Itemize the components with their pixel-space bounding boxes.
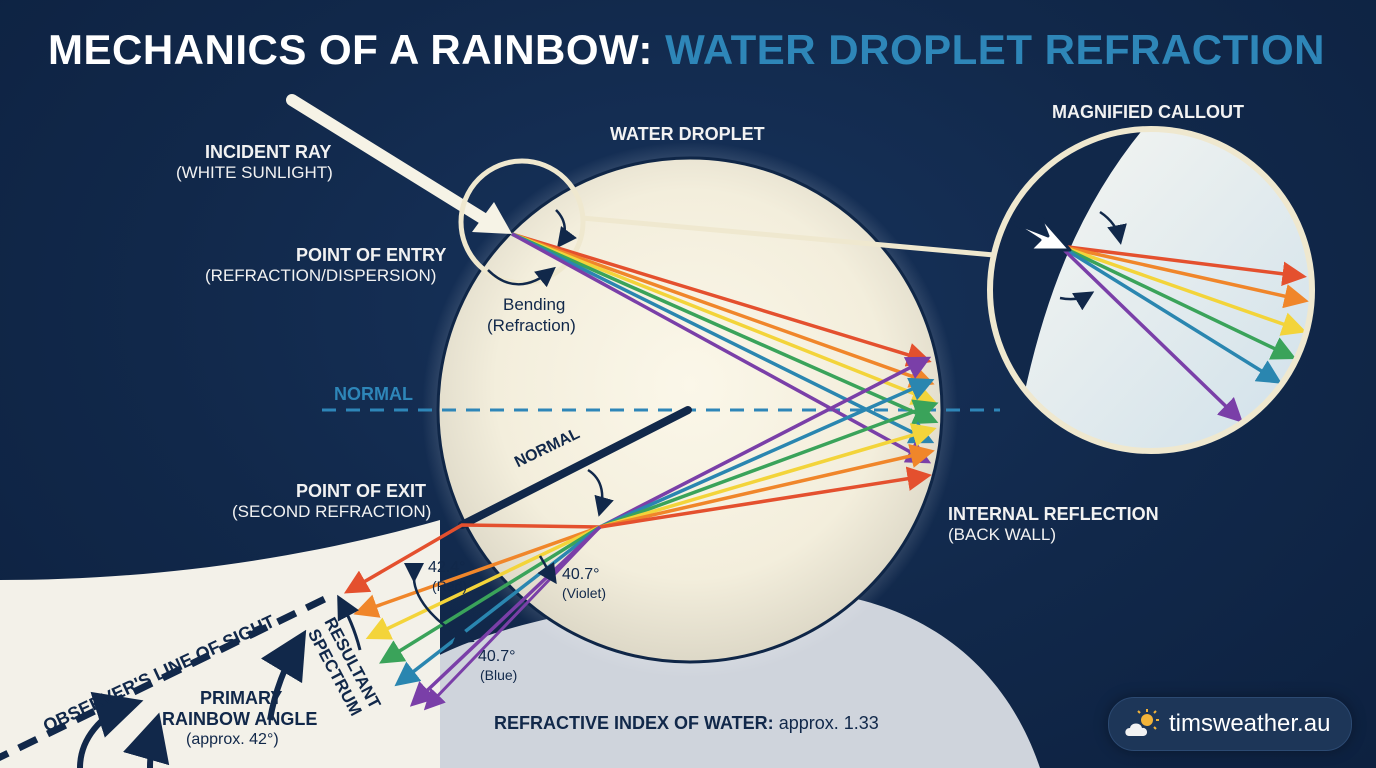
reflected-rays — [599, 356, 939, 529]
spectrum-arrow — [337, 594, 362, 651]
ray-violet-back — [599, 356, 932, 529]
sun-cloud-icon — [1125, 709, 1159, 736]
primary-angle-arrow-3 — [77, 691, 144, 768]
bending-sub: (Refraction) — [487, 316, 576, 335]
ray-violet-out — [409, 525, 602, 707]
angle-violet-value: 40.7° — [562, 566, 600, 583]
primary-angle-label-2: RAINBOW ANGLE — [162, 709, 318, 729]
ray-blue-in — [511, 232, 935, 444]
ray-blue-out — [394, 525, 602, 687]
ray-orange-in — [511, 232, 935, 388]
primary-angle-label: PRIMARY — [200, 688, 283, 708]
refractive-index-value: approx. 1.33 — [778, 713, 879, 733]
exit-normal-line — [458, 406, 692, 529]
point-of-exit-label: POINT OF EXIT — [296, 481, 427, 501]
brand-badge[interactable]: timsweather.au — [1108, 697, 1352, 751]
ray-yellow-in — [511, 232, 937, 405]
ray-yellow-back — [599, 423, 937, 529]
angle-red-value: 42.4° — [428, 559, 466, 576]
primary-angle-arrow-1 — [123, 712, 170, 768]
point-of-entry-label: POINT OF ENTRY — [296, 245, 447, 265]
angle-blue-value: 40.7° — [478, 648, 516, 665]
ray-red-out — [343, 523, 601, 594]
ray-green-in — [511, 232, 939, 425]
diagram-title: MECHANICS OF A RAINBOW: WATER DROPLET RE… — [48, 26, 1325, 74]
incident-ray-head — [472, 202, 512, 234]
title-part1: MECHANICS OF A RAINBOW: — [48, 26, 653, 73]
brand-text: timsweather.au — [1169, 710, 1331, 737]
bending-label: Bending — [503, 295, 566, 314]
water-droplet-label: WATER DROPLET — [610, 124, 765, 144]
refracted-rays — [511, 232, 939, 464]
point-of-exit-sub: (SECOND REFRACTION) — [232, 502, 432, 521]
ray-red-back — [599, 466, 932, 529]
angle-red-arc — [403, 562, 475, 644]
callout-connector — [581, 215, 995, 258]
angle-violet-sub: (Violet) — [562, 585, 607, 601]
ray-orange-out — [353, 525, 601, 618]
ray-green-back — [599, 399, 939, 529]
bending-arrow-1 — [555, 209, 577, 249]
refractive-index-note: REFRACTIVE INDEX OF WATER: approx. 1.33 — [494, 713, 879, 734]
internal-reflection-sub: (BACK WALL) — [948, 525, 1057, 544]
ray-orange-back — [599, 443, 935, 529]
ray-violet-in — [511, 232, 932, 464]
magnified-callout — [987, 126, 1315, 454]
primary-angle-sub: (approx. 42°) — [186, 731, 279, 748]
angle-violet-arc — [537, 555, 557, 585]
ray-violet-out-2 — [423, 525, 602, 711]
incident-ray — [286, 94, 498, 230]
normal-upper-label: NORMAL — [334, 384, 413, 404]
refractive-index-label: REFRACTIVE INDEX OF WATER: — [494, 713, 774, 733]
ray-blue-back — [599, 377, 935, 529]
angle-red-sub: (Red) — [432, 578, 468, 594]
magnified-callout-label: MAGNIFIED CALLOUT — [1052, 102, 1244, 122]
incident-ray-label: INCIDENT RAY — [205, 142, 332, 162]
ray-red-in — [511, 232, 932, 367]
internal-reflection-label: INTERNAL REFLECTION — [948, 504, 1159, 524]
point-of-entry-sub: (REFRACTION/DISPERSION) — [205, 266, 437, 285]
bending-arrow-2 — [487, 266, 556, 288]
exit-angle-arc — [587, 468, 614, 517]
primary-angle-arrow-2 — [260, 629, 307, 721]
incident-ray-sub: (WHITE SUNLIGHT) — [176, 163, 333, 182]
title-part2: WATER DROPLET REFRACTION — [665, 26, 1325, 73]
angle-blue-sub: (Blue) — [480, 667, 518, 683]
